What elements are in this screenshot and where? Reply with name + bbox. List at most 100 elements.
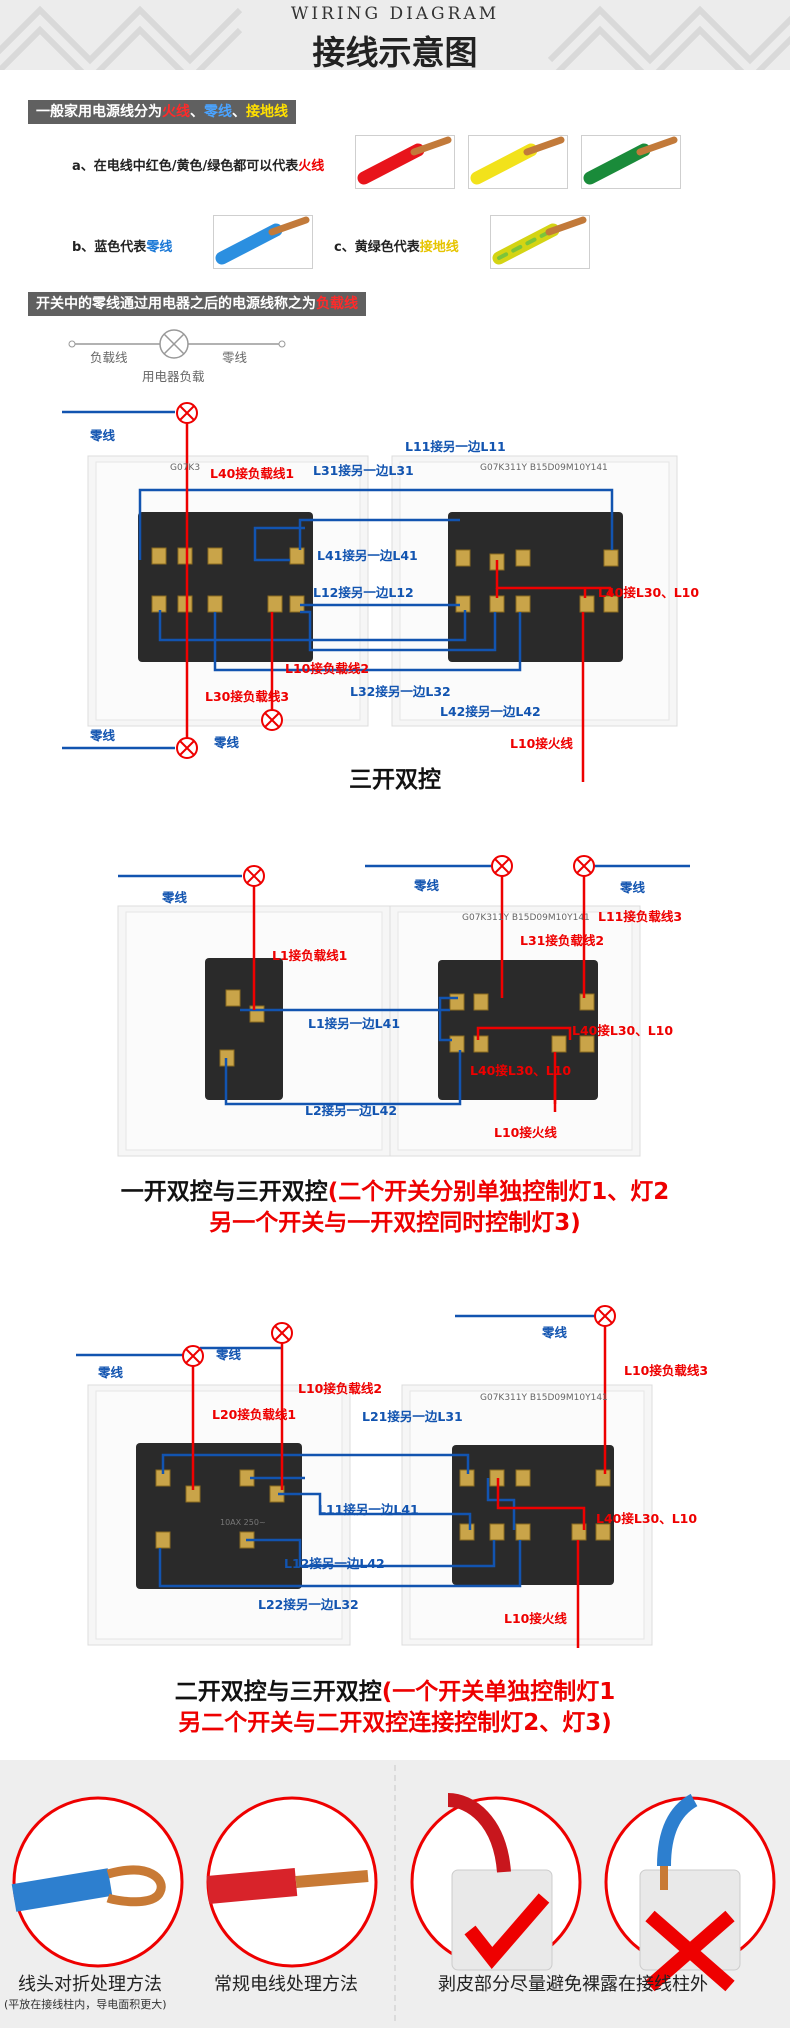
switch-plate-left xyxy=(87,1384,351,1646)
diagram3-caption-note: (一个开关单独控制灯1 xyxy=(381,1679,616,1705)
band2-load: 负载线 xyxy=(316,296,358,312)
annotation-l11-load3: L11接负载线3 xyxy=(598,909,683,924)
band-sep: 、 xyxy=(232,104,246,120)
annotation-l10-load3: L10接负载线3 xyxy=(624,1363,709,1378)
annotation-l20-load1: L20接负载线1 xyxy=(212,1407,297,1422)
neutral-label: 零线 xyxy=(90,728,116,743)
correct-insertion-illustration xyxy=(410,1793,582,1971)
annotation-l12: L12接另一边L12 xyxy=(313,585,414,600)
wire-handling-illustrations xyxy=(0,1760,790,2028)
header-pattern-right xyxy=(547,5,790,70)
diagram-two-and-three-gang: G07K311Y B15D09M10Y141 10AX 250~ xyxy=(76,1305,653,1648)
label-a-fire: 火线 xyxy=(298,159,325,174)
label-b-text: b、蓝色代表 xyxy=(72,240,147,255)
neutral-label: 零线 xyxy=(98,1365,124,1380)
diagram3-caption-line2: 另二个开关与二开双控连接控制灯2、灯3) xyxy=(178,1710,612,1736)
band-text: 一般家用电源线分为 xyxy=(36,104,162,120)
lamp-icon xyxy=(176,737,198,759)
normal-wire-illustration xyxy=(206,1796,378,1968)
yellow-green-wire-sample xyxy=(490,215,590,269)
band-sep: 、 xyxy=(190,104,204,120)
annotation-l1-load1: L1接负载线1 xyxy=(272,948,348,963)
diagram3-caption-main: 二开双控与三开双控 xyxy=(174,1679,382,1705)
load-wire-schematic xyxy=(68,329,286,359)
neutral-label: 零线 xyxy=(90,428,116,443)
switch-plate-left xyxy=(87,455,369,727)
annotation-l1-l41: L1接另一边L41 xyxy=(308,1016,401,1031)
method-normal-label: 常规电线处理方法 xyxy=(214,1974,358,1995)
title-english: WIRING DIAGRAM xyxy=(290,4,500,24)
annotation-l42: L42接另一边L42 xyxy=(440,704,541,719)
wire-types-band: 一般家用电源线分为火线、零线、接地线 xyxy=(28,100,296,124)
load-wire-label: 负载线 xyxy=(90,350,128,365)
cross-icon xyxy=(645,1910,735,1992)
annotation-l32: L32接另一边L32 xyxy=(350,684,451,699)
label-b-neutral: 零线 xyxy=(146,240,173,255)
lamp-icon xyxy=(159,329,189,359)
switch-plate-right xyxy=(389,905,641,1157)
band2-text: 开关中的零线通过用电器之后的电源线称之为 xyxy=(36,296,316,312)
wrong-insertion-illustration xyxy=(604,1793,776,1992)
annotation-l41: L41接另一边L41 xyxy=(317,548,418,563)
annotation-l40-l30-l10: L40接L30、L10 xyxy=(470,1063,572,1078)
diagram2-caption-main: 一开双控与三开双控 xyxy=(120,1179,328,1205)
annotation-l21-l31: L21接另一边L31 xyxy=(362,1409,463,1424)
blue-wire-sample xyxy=(213,215,313,269)
plate-code-left: G07K3 xyxy=(170,463,200,473)
switch-plate-right xyxy=(391,455,678,727)
appliance-label: 用电器负载 xyxy=(142,369,205,384)
annotation-l40-l30-l10: L40接L30、L10 xyxy=(572,1023,674,1038)
load-wire-band: 开关中的零线通过用电器之后的电源线称之为负载线 xyxy=(28,292,366,316)
annotation-l10-fire: L10接火线 xyxy=(510,736,573,751)
diagram1-caption: 三开双控 xyxy=(349,767,441,793)
lamp-icon xyxy=(491,855,513,877)
annotation-l22-l32: L22接另一边L32 xyxy=(258,1597,359,1612)
label-a-text: a、在电线中红色/黄色/绿色都可以代表 xyxy=(72,159,299,174)
diagram2-caption-line2: 另一个开关与一开双控同时控制灯3) xyxy=(209,1210,581,1236)
switch-rating: 10AX 250~ xyxy=(220,1518,266,1527)
annotation-l31: L31接另一边L31 xyxy=(313,463,414,478)
neutral-label: 零线 xyxy=(162,890,188,905)
method-insertion-label: 剥皮部分尽量避免裸露在接线柱外 xyxy=(438,1974,708,1995)
annotation-l11-l41: L11接另一边L41 xyxy=(318,1502,419,1517)
annotation-l12-l42: L12接另一边L42 xyxy=(284,1556,385,1571)
plate-code-right: G07K311Y B15D09M10Y141 xyxy=(480,463,608,473)
annotation-l10-fire: L10接火线 xyxy=(494,1125,557,1140)
lamp-icon xyxy=(573,855,595,877)
band-fire: 火线 xyxy=(162,104,190,120)
plate-code-right: G07K311Y B15D09M10Y141 xyxy=(480,1393,608,1403)
label-c-ground: 接地线 xyxy=(419,240,459,255)
annotation-l10-fire: L10接火线 xyxy=(504,1611,567,1626)
diagram3-caption: 二开双控与三开双控(一个开关单独控制灯1 xyxy=(0,1672,790,1706)
band-neutral: 零线 xyxy=(204,104,232,120)
lamp-icon xyxy=(594,1305,616,1327)
diagram2-caption-note: (二个开关分别单独控制灯1、灯2 xyxy=(327,1179,670,1205)
neutral-label: 零线 xyxy=(216,1347,242,1362)
neutral-label: 零线 xyxy=(214,735,240,750)
check-icon xyxy=(464,1893,550,1969)
header-pattern-left xyxy=(0,5,243,70)
diagram-one-and-three-gang: G07K311Y B15D09M10Y141 xyxy=(117,855,690,1157)
annotation-l30-load3: L30接负载线3 xyxy=(205,689,290,704)
annotation-l40-load1: L40接负载线1 xyxy=(210,466,295,481)
annotation-l40-l30-l10: L40接L30、L10 xyxy=(598,585,700,600)
label-a: a、在电线中红色/黄色/绿色都可以代表火线 xyxy=(72,155,324,174)
lamp-icon xyxy=(271,1322,293,1344)
band-ground: 接地线 xyxy=(246,104,288,120)
folded-wire-illustration xyxy=(11,1796,184,1968)
green-wire-sample xyxy=(581,135,681,189)
plate-code-right: G07K311Y B15D09M10Y141 xyxy=(462,913,590,923)
annotation-l11: L11接另一边L11 xyxy=(405,439,506,454)
annotation-l10-load2: L10接负载线2 xyxy=(285,661,370,676)
label-c: c、黄绿色代表接地线 xyxy=(334,236,459,255)
neutral-label: 零线 xyxy=(542,1325,568,1340)
neutral-label: 零线 xyxy=(620,880,646,895)
neutral-label: 零线 xyxy=(414,878,440,893)
lamp-icon xyxy=(176,402,198,424)
annotation-l40-l30-l10: L40接L30、L10 xyxy=(596,1511,698,1526)
lamp-icon xyxy=(243,865,265,887)
yellow-wire-sample xyxy=(468,135,568,189)
label-b: b、蓝色代表零线 xyxy=(72,236,172,255)
red-wire-sample xyxy=(355,135,455,189)
label-c-text: c、黄绿色代表 xyxy=(334,240,420,255)
